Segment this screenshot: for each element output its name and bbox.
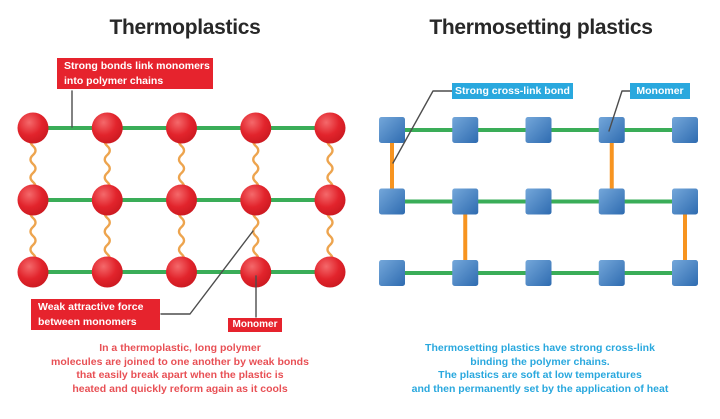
label-weak-force-line2: between monomers <box>38 316 137 328</box>
monomer-square <box>379 188 405 215</box>
caption-thermoplastic-line3: that easily break apart when the plastic… <box>76 369 284 381</box>
monomer-square <box>452 188 479 215</box>
caption-thermoplastic-line2: molecules are joined to one another by w… <box>51 355 309 368</box>
label-monomer-right: Monomer <box>630 83 690 99</box>
pointer-line-cross-link <box>392 90 453 164</box>
left-panel-title: Thermoplastics <box>109 16 261 39</box>
thermoplastic-lattice <box>17 112 346 288</box>
caption-thermoplastic-line4: heated and quickly reform again as it co… <box>72 382 288 395</box>
monomer-square <box>598 188 625 215</box>
label-weak-force-line1: Weak attractive force <box>38 301 144 313</box>
label-strong-bonds-line2: into polymer chains <box>64 75 164 87</box>
label-monomer-left: Monomer <box>228 318 282 332</box>
label-strong-bonds-line1: Strong bonds link monomers <box>64 60 210 72</box>
caption-thermoplastic-line1: In a thermoplastic, long polymer <box>99 342 261 354</box>
caption-thermosetting-line3: The plastics are soft at low temperature… <box>438 369 642 381</box>
monomer-circle <box>91 112 123 144</box>
monomer-square <box>672 188 698 215</box>
caption-thermosetting-line2: binding the polymer chains. <box>470 355 610 368</box>
monomer-square <box>452 117 479 143</box>
monomer-square <box>379 117 405 143</box>
monomer-square <box>379 260 405 286</box>
caption-thermosetting-line4: and then permanently set by the applicat… <box>411 382 669 395</box>
monomer-square <box>672 260 698 286</box>
monomer-circle <box>166 256 197 288</box>
label-weak-force: Weak attractive force between monomers <box>31 299 160 330</box>
monomer-circle <box>240 256 272 288</box>
monomer-circle <box>240 184 272 216</box>
monomer-circle <box>314 256 346 288</box>
monomer-square <box>525 260 552 286</box>
monomer-circle <box>91 256 123 288</box>
pointer-line-weak-force <box>160 230 254 315</box>
caption-thermosetting: Thermosetting plastics have strong cross… <box>390 342 690 396</box>
monomer-circle <box>166 184 197 216</box>
caption-thermoplastic: In a thermoplastic, long polymer molecul… <box>30 342 330 396</box>
label-strong-bonds: Strong bonds link monomers into polymer … <box>57 58 213 89</box>
monomer-square <box>452 260 479 286</box>
pointer-line-monomer-right <box>608 90 631 132</box>
monomer-circle <box>166 112 197 144</box>
monomer-square <box>525 188 552 215</box>
monomer-circle <box>17 256 49 288</box>
monomer-circle <box>17 184 49 216</box>
monomer-circle <box>314 184 346 216</box>
thermosetting-lattice <box>379 117 698 286</box>
monomer-square <box>672 117 698 143</box>
label-cross-link: Strong cross-link bond <box>452 83 573 99</box>
right-panel-title: Thermosetting plastics <box>429 16 653 39</box>
monomer-circle <box>314 112 346 144</box>
monomer-circle <box>91 184 123 216</box>
monomer-circle <box>240 112 272 144</box>
monomer-circle <box>17 112 49 144</box>
caption-thermosetting-line1: Thermosetting plastics have strong cross… <box>425 342 655 354</box>
monomer-square <box>598 117 625 143</box>
monomer-square <box>525 117 552 143</box>
monomer-square <box>598 260 625 286</box>
